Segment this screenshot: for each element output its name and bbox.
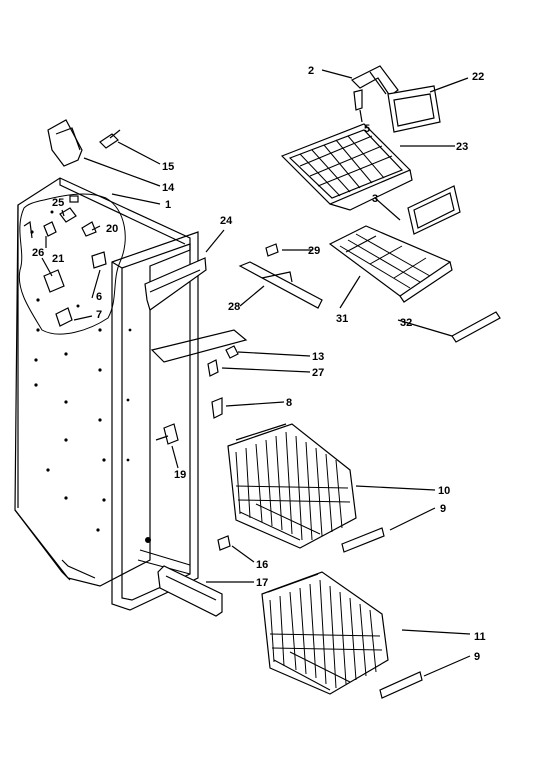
part-19-socket xyxy=(155,423,179,445)
callout-17: 17 xyxy=(256,577,268,589)
callout-29: 29 xyxy=(308,245,320,257)
leader-lines xyxy=(41,69,471,677)
part-32-rack-trim xyxy=(451,311,501,343)
liner-holes xyxy=(30,230,106,532)
callout-9b: 9 xyxy=(474,651,480,663)
part-22-shelf-trim xyxy=(387,85,441,133)
callout-9a: 9 xyxy=(440,503,446,515)
part-9-handle-upper xyxy=(341,527,385,553)
part-28-rail xyxy=(238,261,323,309)
part-5-screw xyxy=(353,89,363,111)
part-15-screw xyxy=(99,129,121,149)
part-23-wire-shelf xyxy=(280,123,413,211)
part-24-duct-cover xyxy=(144,257,207,311)
part-13-label xyxy=(150,329,248,363)
callout-7: 7 xyxy=(96,309,102,321)
part-27-clip xyxy=(207,359,219,377)
part-8-bracket xyxy=(211,397,223,419)
callout-5: 5 xyxy=(364,123,370,135)
callout-31: 31 xyxy=(336,313,348,325)
part-16-screw xyxy=(217,535,231,551)
callout-2: 2 xyxy=(308,65,314,77)
callout-22: 22 xyxy=(472,71,484,83)
callout-10: 10 xyxy=(438,485,450,497)
callout-6: 6 xyxy=(96,291,102,303)
callout-8: 8 xyxy=(286,397,292,409)
part-31-wire-rack xyxy=(328,225,453,303)
callout-15: 15 xyxy=(162,161,174,173)
callout-28: 28 xyxy=(228,301,240,313)
freezer-liner xyxy=(14,177,191,587)
callout-11: 11 xyxy=(474,631,486,643)
callout-20: 20 xyxy=(106,223,118,235)
callout-25: 25 xyxy=(52,197,64,209)
callout-14: 14 xyxy=(162,182,175,194)
callout-19: 19 xyxy=(174,469,186,481)
part-10-upper-basket xyxy=(227,423,357,549)
part-29-screw xyxy=(265,243,279,257)
control-parts xyxy=(23,195,107,327)
part-17-trim xyxy=(157,565,223,617)
part-11-lower-basket xyxy=(261,571,389,695)
callout-32: 32 xyxy=(400,317,412,329)
callout-labels: 2 22 5 23 15 14 1 25 20 26 21 6 7 24 3 2… xyxy=(32,65,486,663)
callout-3: 3 xyxy=(372,193,378,205)
callout-27: 27 xyxy=(312,367,324,379)
callout-21: 21 xyxy=(52,253,64,265)
callout-24: 24 xyxy=(220,215,233,227)
callout-23: 23 xyxy=(456,141,468,153)
part-14-bracket xyxy=(47,119,83,167)
part-3-shelf-front xyxy=(407,185,461,235)
part-9-handle-lower xyxy=(379,671,423,699)
callout-16: 16 xyxy=(256,559,268,571)
callout-13: 13 xyxy=(312,351,324,363)
callout-1: 1 xyxy=(165,199,171,211)
callout-26: 26 xyxy=(32,247,44,259)
